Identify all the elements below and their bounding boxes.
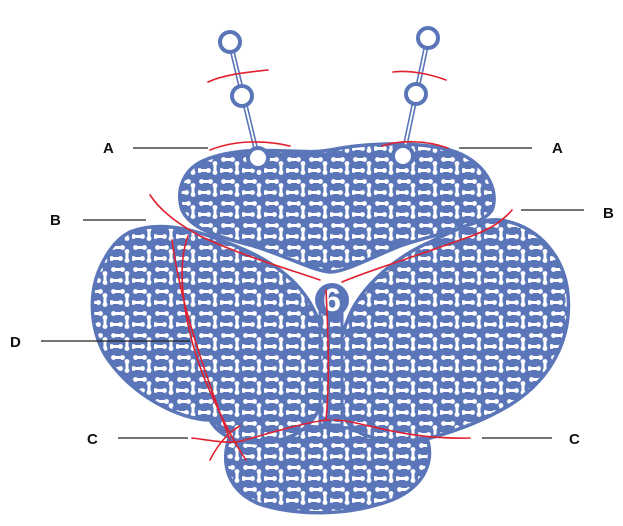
label-c-left: C: [87, 431, 98, 448]
left-tether: [220, 32, 268, 168]
label-d: D: [10, 334, 21, 351]
label-a-left: A: [103, 140, 114, 157]
label-a-right: A: [552, 140, 563, 157]
label-c-right: C: [569, 431, 580, 448]
mesh-center-spine: [320, 300, 342, 425]
label-b-left: B: [50, 212, 61, 229]
label-b-right: B: [603, 205, 614, 222]
